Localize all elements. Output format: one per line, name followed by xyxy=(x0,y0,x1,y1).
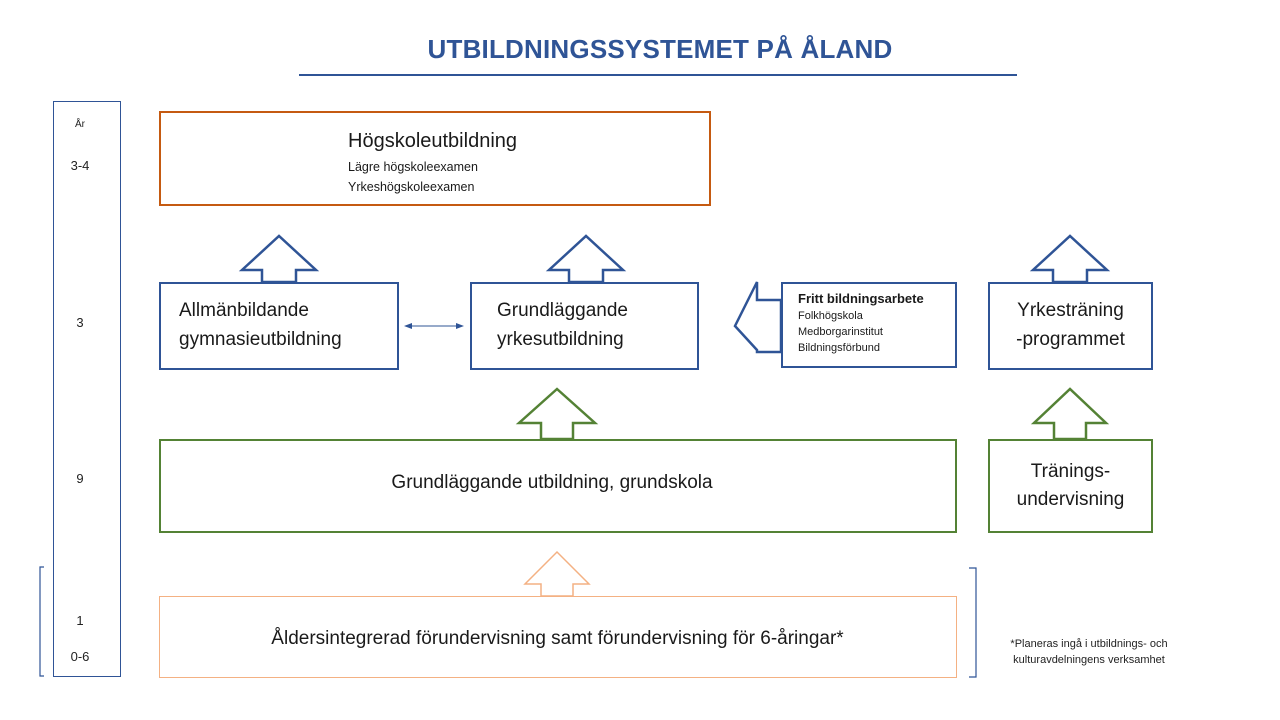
fritt-item-1: Folkhögskola xyxy=(798,310,863,322)
yrkestranings-line-2: -programmet xyxy=(1016,329,1125,350)
forskola-label: Åldersintegrerad förundervisning samt fö… xyxy=(271,628,844,649)
allman-line-1: Allmänbildande xyxy=(179,300,309,321)
fritt-item-2: Medborgarinstitut xyxy=(798,326,883,338)
page-title: UTBILDNINGSSYSTEMET PÅ ÅLAND xyxy=(427,34,893,64)
yrke-line-2: yrkesutbildning xyxy=(497,329,624,350)
bracket-right xyxy=(969,567,977,678)
box-forundervisning: Åldersintegrerad förundervisning samt fö… xyxy=(159,596,957,678)
box-allmanbildande: Allmänbildande gymnasieutbildning xyxy=(159,282,399,370)
year-hogskola: 3-4 xyxy=(70,158,90,173)
fritt-title: Fritt bildningsarbete xyxy=(798,291,924,306)
yrke-line-1: Grundläggande xyxy=(497,300,628,321)
up-arrow-yrkestraning xyxy=(1029,234,1111,284)
year-column xyxy=(53,101,121,677)
footnote-line-1: *Planeras ingå i utbildnings- och xyxy=(1010,638,1168,650)
hogskole-title: Högskoleutbildning xyxy=(348,130,518,152)
footnote-line-2: kulturavdelningens verksamhet xyxy=(1013,654,1165,666)
up-arrow-grundskola xyxy=(515,387,599,441)
box-traningsundervisning: Tränings- undervisning xyxy=(988,439,1153,533)
grundskola-label: Grundläggande utbildning, grundskola xyxy=(391,472,713,493)
year-gymnasie: 3 xyxy=(76,315,84,330)
year-header: År xyxy=(75,119,85,130)
footnote: *Planeras ingå i utbildnings- och kultur… xyxy=(994,636,1184,668)
bracket-left xyxy=(39,566,44,677)
up-arrow-yrke xyxy=(545,234,627,284)
allman-line-2: gymnasieutbildning xyxy=(179,329,342,350)
box-grundlaggande-yrkesutbildning: Grundläggande yrkesutbildning xyxy=(470,282,699,370)
left-arrow-fritt xyxy=(733,281,783,354)
year-forskola-2: 0-6 xyxy=(70,649,90,664)
double-arrow xyxy=(404,323,464,329)
box-yrkestraningsprogrammet: Yrkesträning -programmet xyxy=(988,282,1153,370)
box-fritt-bildningsarbete: Fritt bildningsarbete Folkhögskola Medbo… xyxy=(781,282,957,368)
up-arrow-forskola xyxy=(523,550,591,597)
traning-line-1: Tränings- xyxy=(1030,461,1111,482)
year-forskola-1: 1 xyxy=(76,613,84,628)
title-underline xyxy=(299,74,1017,76)
yrkestranings-line-1: Yrkesträning xyxy=(1017,300,1124,321)
traning-line-2: undervisning xyxy=(1016,489,1125,510)
up-arrow-allman xyxy=(238,234,320,284)
fritt-item-3: Bildningsförbund xyxy=(798,342,880,354)
up-arrow-traning xyxy=(1030,387,1110,441)
year-grundskola: 9 xyxy=(76,471,84,486)
box-grundskola: Grundläggande utbildning, grundskola xyxy=(159,439,957,533)
hogskole-item-1: Lägre högskoleexamen xyxy=(348,160,478,174)
box-hogskoleutbildning: Högskoleutbildning Lägre högskoleexamen … xyxy=(159,111,711,206)
hogskole-item-2: Yrkeshögskoleexamen xyxy=(348,180,475,194)
